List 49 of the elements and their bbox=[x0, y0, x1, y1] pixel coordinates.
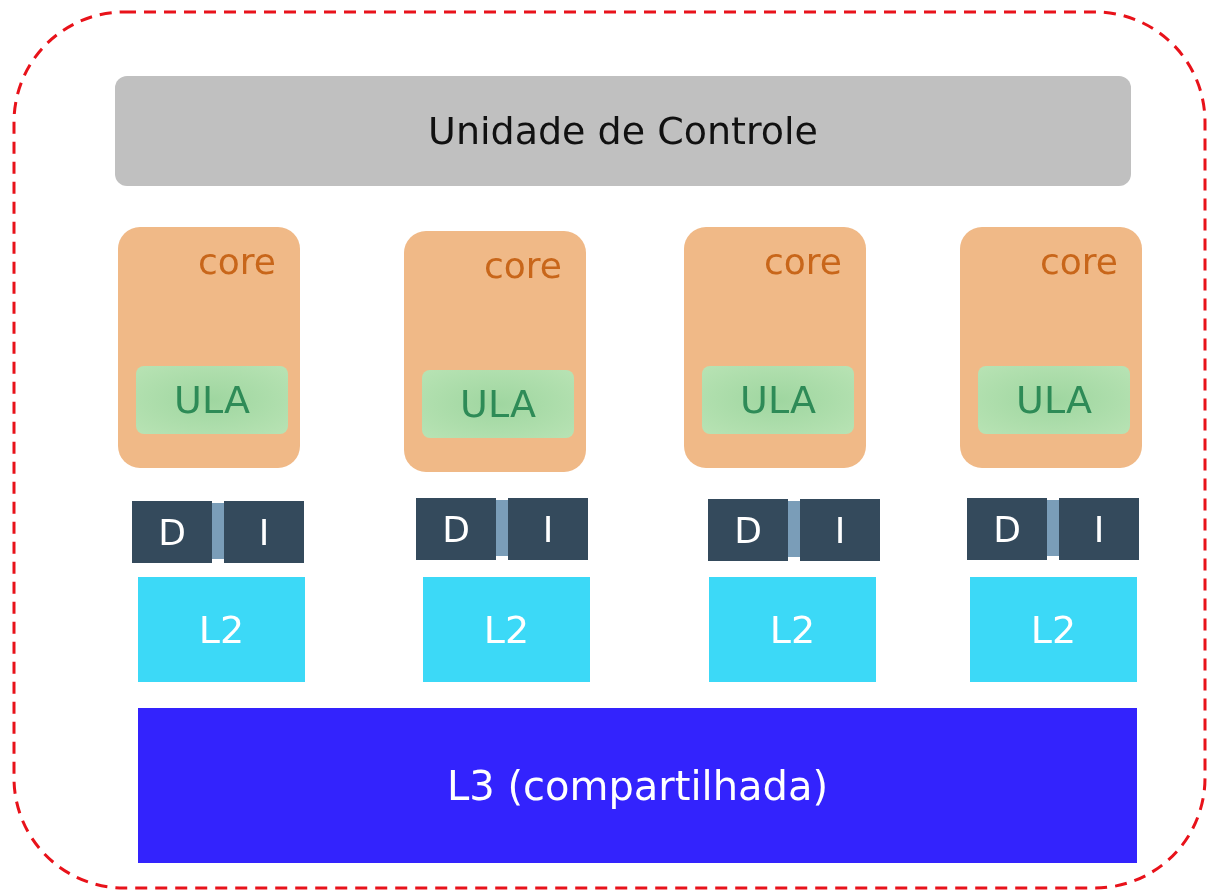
box-label: I bbox=[258, 511, 270, 553]
cache-strip bbox=[788, 501, 800, 557]
instruction-cache-box bbox=[224, 501, 304, 563]
box-label: L2 bbox=[483, 607, 530, 652]
l2-cache-box bbox=[138, 577, 305, 682]
box-label: I bbox=[834, 509, 846, 551]
box-label: core bbox=[198, 241, 276, 282]
box-label: Unidade de Controle bbox=[428, 109, 818, 153]
data-cache-box bbox=[416, 498, 496, 560]
box-label: core bbox=[1040, 241, 1118, 282]
chip-outline bbox=[14, 12, 1205, 888]
cache-strip bbox=[212, 503, 224, 559]
box-label: L2 bbox=[198, 607, 245, 652]
l2-cache-box bbox=[970, 577, 1137, 682]
box-label: I bbox=[1093, 508, 1105, 550]
box-label: L2 bbox=[769, 607, 816, 652]
l2-cache-box bbox=[709, 577, 876, 682]
box-label: D bbox=[734, 509, 762, 551]
core-box bbox=[404, 231, 586, 472]
box-label: ULA bbox=[460, 382, 536, 426]
box-label: core bbox=[484, 245, 562, 286]
instruction-cache-box bbox=[800, 499, 880, 561]
alu-box bbox=[978, 366, 1130, 434]
l3-cache-bar bbox=[138, 708, 1137, 863]
box-label: D bbox=[158, 511, 186, 553]
box-label: ULA bbox=[1016, 378, 1092, 422]
data-cache-box bbox=[967, 498, 1047, 560]
cache-strip bbox=[1047, 500, 1059, 556]
alu-box bbox=[136, 366, 288, 434]
cache-strip bbox=[496, 500, 508, 556]
control-unit-bar bbox=[115, 76, 1131, 186]
box-label: I bbox=[542, 508, 554, 550]
box-label: D bbox=[993, 508, 1021, 550]
alu-box bbox=[702, 366, 854, 434]
core-box bbox=[960, 227, 1142, 468]
l2-cache-box bbox=[423, 577, 590, 682]
core-box bbox=[684, 227, 866, 468]
box-label: D bbox=[442, 508, 470, 550]
core-box bbox=[118, 227, 300, 468]
box-label: L3 (compartilhada) bbox=[446, 762, 829, 809]
instruction-cache-box bbox=[508, 498, 588, 560]
box-label: ULA bbox=[174, 378, 250, 422]
data-cache-box bbox=[708, 499, 788, 561]
box-label: L2 bbox=[1030, 607, 1077, 652]
box-label: ULA bbox=[740, 378, 816, 422]
alu-box bbox=[422, 370, 574, 438]
box-label: core bbox=[764, 241, 842, 282]
instruction-cache-box bbox=[1059, 498, 1139, 560]
data-cache-box bbox=[132, 501, 212, 563]
